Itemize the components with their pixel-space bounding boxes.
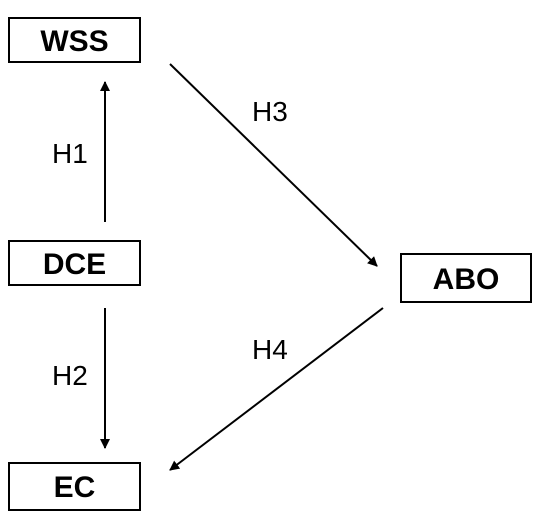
edge-label-h4: H4: [252, 334, 288, 365]
node-dce: DCE: [8, 240, 141, 286]
node-wss: WSS: [8, 17, 141, 63]
node-abo-box: [400, 253, 532, 303]
edge-h4-arrow: [169, 307, 384, 471]
node-wss-box: [8, 17, 141, 63]
node-dce-box: [8, 240, 141, 286]
node-abo: ABO: [400, 253, 532, 303]
edge-h3-arrow: [169, 63, 378, 267]
node-abo-label: ABO: [433, 263, 500, 296]
node-dce-label: DCE: [43, 248, 106, 281]
edge-label-h1: H1: [52, 138, 88, 169]
edge-label-h3: H3: [252, 96, 288, 127]
node-ec-box: [8, 462, 141, 511]
node-wss-label: WSS: [40, 25, 108, 58]
node-ec-label: EC: [54, 471, 96, 504]
node-ec: EC: [8, 462, 141, 511]
edge-label-h2: H2: [52, 360, 88, 391]
